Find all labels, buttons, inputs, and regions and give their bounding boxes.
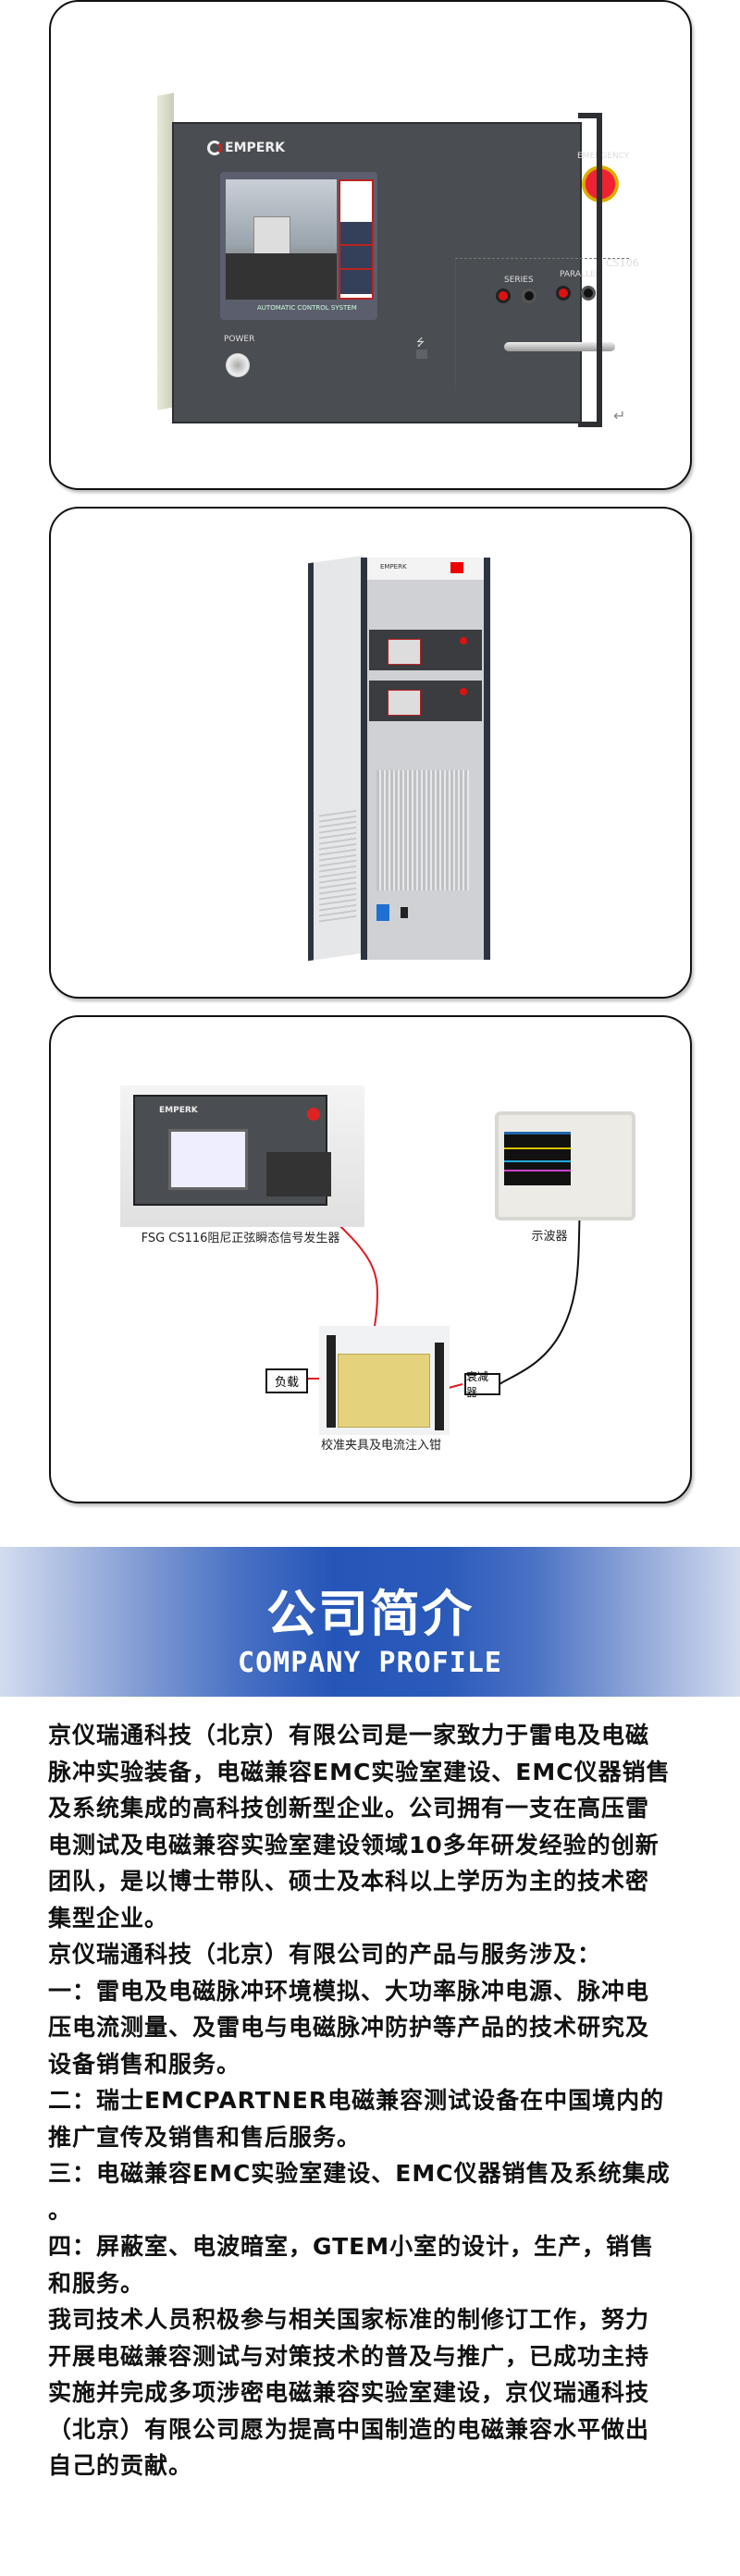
profile-line: 一：雷电及电磁脉冲环境模拟、大功率脉冲电源、脉冲电 xyxy=(48,1977,650,2005)
oscilloscope-label: 示波器 xyxy=(531,1230,568,1244)
profile-line: 。 xyxy=(48,2196,73,2224)
profile-line: 和服务。 xyxy=(48,2269,145,2297)
parallel-black-jack[interactable] xyxy=(581,286,596,301)
generator-label: FSG CS116阻尼正弦瞬态信号发生器 xyxy=(141,1232,340,1245)
product-card-cs106: EMPERK AUTOMATIC CONTROL SYSTEM EMERGENC… xyxy=(49,0,692,490)
company-profile-banner: 公司简介 COMPANY PROFILE xyxy=(0,1547,740,1697)
cabinet-indicator xyxy=(450,562,463,573)
test-setup-card: EMPERK FSG CS116阻尼正弦瞬态信号发生器 示波器 校准夹具及电流注… xyxy=(49,1015,692,1503)
instrument-unit-2 xyxy=(369,681,482,721)
profile-line: 集型企业。 xyxy=(48,1904,169,1932)
cabinet-top-bar: EMPERK xyxy=(367,558,484,580)
profile-line: 二：瑞士EMCPARTNER电磁兼容测试设备在中国境内的 xyxy=(48,2087,665,2114)
load-box: 负载 xyxy=(265,1368,308,1393)
fixture-label: 校准夹具及电流注入钳 xyxy=(320,1439,442,1453)
power-inlet xyxy=(376,904,389,921)
cabinet-brand: EMPERK xyxy=(380,563,407,570)
profile-line: 脉冲实验装备，电磁兼容EMC实验室建设、EMC仪器销售 xyxy=(48,1758,671,1785)
profile-line: 实施并完成多项涉密电磁兼容实验室建设，京仪瑞通科技 xyxy=(48,2379,650,2406)
banner-subtitle: COMPANY PROFILE xyxy=(238,1647,502,1679)
power-switch[interactable] xyxy=(401,907,408,918)
generator-image: EMPERK xyxy=(120,1086,364,1227)
series-black-jack[interactable] xyxy=(522,288,536,303)
profile-line: 京仪瑞通科技（北京）有限公司的产品与服务涉及： xyxy=(48,1941,602,1968)
parallel-label: PARALLEL xyxy=(560,270,600,279)
profile-line: 三：电磁兼容EMC实验室建设、EMC仪器销售及系统集成 xyxy=(48,2160,671,2187)
fixture-image xyxy=(319,1326,450,1435)
profile-line: 开展电磁兼容测试与对策技术的普及与推广，已成功主持 xyxy=(48,2342,650,2370)
instrument-unit-1 xyxy=(369,630,482,670)
generator-panel: EMPERK xyxy=(133,1095,331,1206)
screen-footer-label: AUTOMATIC CONTROL SYSTEM xyxy=(257,304,357,312)
brand-logo: EMPERK xyxy=(207,141,285,155)
oscilloscope-screen xyxy=(504,1132,571,1185)
product-card-cabinet: EMPERK xyxy=(49,507,692,999)
profile-line: 团队，是以博士带队、硕士及本科以上学历为主的技术密 xyxy=(48,1868,650,1895)
rack-bracket xyxy=(578,113,602,427)
series-label: SERIES xyxy=(504,276,534,285)
profile-line: 设备销售和服务。 xyxy=(48,2050,241,2078)
profile-line: 自己的贡献。 xyxy=(48,2452,193,2479)
oscilloscope-image xyxy=(495,1111,635,1221)
usb-icon: ⭍ xyxy=(416,337,426,349)
touch-screen: AUTOMATIC CONTROL SYSTEM xyxy=(220,172,377,320)
banner-title: 公司简介 xyxy=(266,1585,474,1643)
cabinet-front: EMPERK xyxy=(361,558,490,960)
profile-line: 及系统集成的高科技创新型企业。公司拥有一支在高压雷 xyxy=(48,1795,650,1822)
profile-line: 我司技术人员积极参与相关国家标准的制修订工作，努力 xyxy=(48,2306,650,2333)
usb-port xyxy=(416,350,427,359)
profile-line: 压电流测量、及雷电与电磁脉冲防护等产品的技术研究及 xyxy=(48,2014,650,2041)
parallel-red-jack[interactable] xyxy=(556,286,571,301)
measurement-cable xyxy=(499,1198,581,1385)
series-red-jack[interactable] xyxy=(496,288,511,303)
generator-brand: EMPERK xyxy=(159,1106,198,1115)
power-label: POWER xyxy=(224,335,255,344)
attenuator-box: 衰减器 xyxy=(464,1370,500,1399)
profile-line: 电测试及电磁兼容实验室建设领域10多年研发经验的创新 xyxy=(48,1831,660,1858)
logo-icon xyxy=(207,141,222,155)
cabinet-side xyxy=(308,555,364,962)
profile-line: 四：屏蔽室、电波暗室，GTEM小室的设计，生产，销售 xyxy=(48,2233,655,2260)
profile-line: 京仪瑞通科技（北京）有限公司是一家致力于雷电及电磁 xyxy=(48,1722,650,1748)
model-label: CS106 xyxy=(606,257,639,269)
handle xyxy=(504,342,615,351)
device-front-panel: EMPERK AUTOMATIC CONTROL SYSTEM EMERGENC… xyxy=(172,122,639,423)
profile-line: （北京）有限公司愿为提高中国制造的电磁兼容水平做出 xyxy=(48,2415,650,2443)
brand-name: EMPERK xyxy=(225,141,285,155)
return-mark: ↵ xyxy=(613,407,626,424)
power-button[interactable] xyxy=(226,353,250,377)
vent-grille xyxy=(376,770,469,890)
emergency-label: EMERGENCY xyxy=(577,152,630,161)
company-profile-text: 京仪瑞通科技（北京）有限公司是一家致力于雷电及电磁 脉冲实验装备，电磁兼容EMC… xyxy=(48,1717,714,2484)
output-subpanel: CS106 SERIES PARALLEL xyxy=(455,257,639,390)
profile-line: 推广宣传及销售和售后服务。 xyxy=(48,2123,362,2151)
